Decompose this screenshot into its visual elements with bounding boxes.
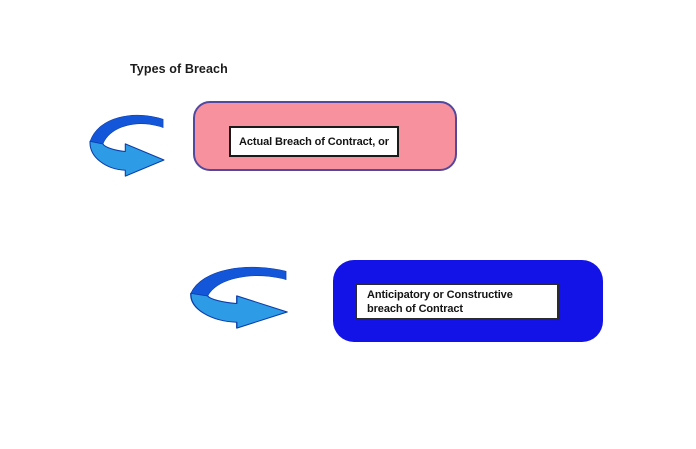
anticipatory-breach-label-box: Anticipatory or Constructive breach of C… [355,283,559,320]
actual-breach-container: Actual Breach of Contract, or [193,101,457,171]
actual-breach-label-box: Actual Breach of Contract, or [229,126,399,157]
curved-arrow-icon [84,109,170,177]
anticipatory-breach-container: Anticipatory or Constructive breach of C… [333,260,603,342]
anticipatory-breach-label-line2: breach of Contract [367,302,463,315]
curved-arrow-icon [183,261,295,329]
anticipatory-breach-label-line1: Anticipatory or Constructive [367,288,513,301]
actual-breach-label: Actual Breach of Contract, or [239,135,389,148]
diagram-title: Types of Breach [130,62,228,76]
